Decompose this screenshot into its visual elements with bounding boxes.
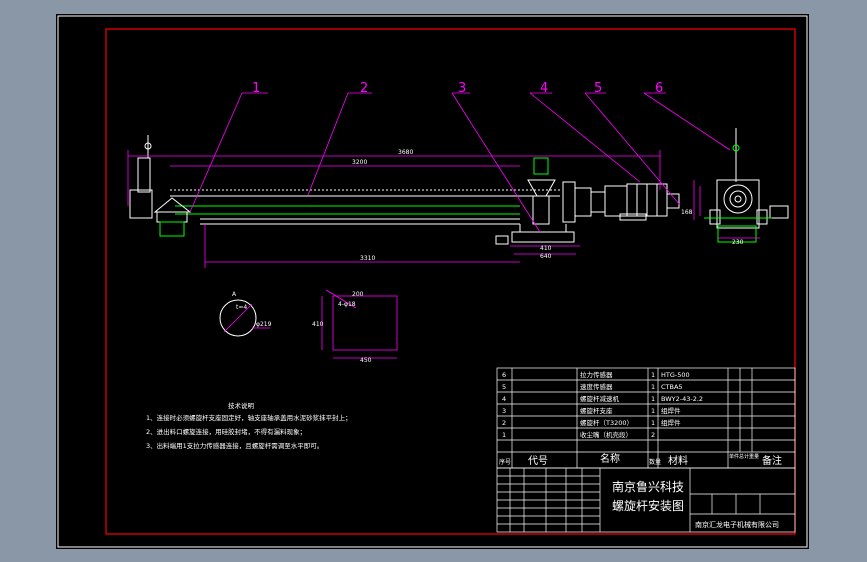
bom-row-name: 拉力传感器 [580, 370, 613, 379]
bom-row-name: 收尘嘴（机壳段） [580, 430, 632, 439]
bom-row-qty: 1 [651, 383, 655, 391]
bom-row-no: 1 [502, 431, 506, 439]
bom-row-qty: 1 [651, 371, 655, 379]
drawing-sheet [56, 14, 809, 549]
dim-support-span: 640 [540, 253, 552, 260]
technical-notes: 技术说明 1、连接时必须螺旋杆支座固定好，轴支座轴承盖用水泥砂浆抹平封上； 2、… [146, 401, 352, 450]
bom-row-name: 速度传感器 [580, 382, 613, 391]
dim-flange-bottom: 450 [360, 357, 372, 364]
company-name-bottom: 南京汇龙电子机械有限公司 [695, 520, 779, 529]
bom-row-no: 4 [502, 395, 506, 403]
bom-header-material: 材料 [668, 454, 688, 467]
outer-border [57, 15, 808, 548]
part-balloons: 1 2 3 4 5 6 [252, 81, 663, 96]
dim-small-vert: 168 [681, 209, 693, 216]
bom-header-name: 名称 [600, 452, 620, 465]
bom-header-qty: 数量 [649, 458, 661, 466]
bom-row-no: 3 [502, 407, 506, 415]
auger-front-view [129, 128, 789, 245]
bom-row-name: 螺旋杆（T3200） [580, 418, 633, 427]
bom-row-code: HTG-500 [661, 371, 690, 379]
dim-flange-width: 200 [352, 291, 364, 298]
bom-header-remark: 备注 [762, 454, 782, 467]
dim-flange-height: 410 [312, 321, 324, 328]
dim-overall-length: 3680 [398, 149, 413, 156]
dimension-lines [127, 92, 760, 359]
company-name-top: 南京鲁兴科技 [612, 479, 684, 494]
bom-row-code: BWY2-43-2.2 [661, 395, 703, 403]
dim-pipe-wall: t=4 [236, 304, 247, 311]
bom-row-qty: 1 [651, 419, 655, 427]
bom-row-qty: 2 [651, 431, 655, 439]
balloon-3: 3 [458, 81, 466, 96]
notes-title: 技术说明 [228, 401, 255, 410]
bom-row-code: 组焊件 [661, 418, 681, 427]
note-item-3: 3、出料端用1支拉力传感器连接，且螺旋杆需调至水平即可。 [146, 441, 323, 450]
bom-row-qty: 1 [651, 407, 655, 415]
bom-table [496, 367, 796, 469]
bom-row-code: 组焊件 [661, 406, 681, 415]
balloon-4: 4 [540, 81, 548, 96]
note-item-1: 1、连接时必须螺旋杆支座固定好，轴支座轴承盖用水泥砂浆抹平封上； [146, 413, 352, 422]
balloon-6: 6 [655, 81, 663, 96]
balloon-2: 2 [360, 81, 368, 96]
title-block-text: 南京鲁兴科技 螺旋杆安装图 南京汇龙电子机械有限公司 [612, 479, 779, 529]
bom-row-code: CTBA5 [661, 383, 683, 391]
dim-right-view-width: 230 [732, 239, 744, 246]
bom-rows: 6 拉力传感器 1 HTG-500 5 速度传感器 1 CTBA5 4 螺旋杆减… [499, 370, 782, 467]
title-block [496, 467, 796, 533]
bom-row-no: 2 [502, 419, 506, 427]
bom-header-code: 代号 [528, 455, 548, 467]
dim-pipe-dia: φ219 [256, 321, 272, 328]
balloon-5: 5 [594, 81, 602, 96]
dimension-texts: 3680 3200 3310 410 640 230 168 A t=4 φ21… [232, 149, 744, 364]
bom-row-no: 5 [502, 383, 506, 391]
dim-bottom-length: 3310 [360, 255, 375, 262]
pipe-section-detail [219, 299, 270, 337]
bom-row-qty: 1 [651, 395, 655, 403]
dim-flange-note: 4-φ18 [338, 301, 356, 308]
drawing-title: 螺旋杆安装图 [612, 498, 684, 513]
bom-header-no: 序号 [499, 458, 511, 466]
note-item-2: 2、进出料口螺旋连接，用硅胶封堵，不得有漏料现象； [146, 427, 306, 436]
bom-row-name: 螺旋杆减速机 [580, 394, 620, 403]
inner-frame [105, 28, 796, 535]
bom-row-name: 螺旋杆支座 [580, 406, 613, 415]
balloon-1: 1 [252, 81, 260, 96]
dim-label-a: A [232, 291, 237, 298]
bom-header-weight: 单件总计重量 [729, 453, 759, 460]
bom-row-no: 6 [502, 371, 506, 379]
dim-support-width: 410 [540, 245, 552, 252]
dim-inner-length: 3200 [352, 159, 367, 166]
